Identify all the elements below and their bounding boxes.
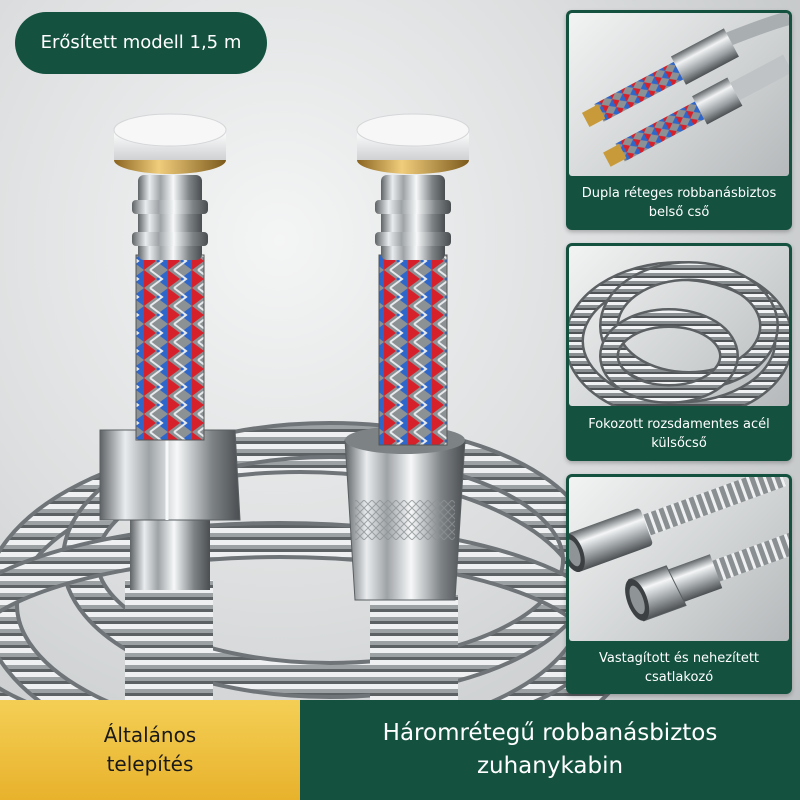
right-hose-assembly xyxy=(344,113,470,700)
model-badge: Erősített modell 1,5 m xyxy=(15,12,267,74)
feature-panel-inner-tube: Dupla réteges robbanásbiztos belső cső xyxy=(566,10,792,230)
outer-tube-photo xyxy=(569,246,789,406)
inner-tube-caption: Dupla réteges robbanásbiztos belső cső xyxy=(581,186,777,220)
steel-coil-icon xyxy=(569,261,789,406)
coiled-hose-icon xyxy=(0,421,629,700)
connector-caption: Vastagított és nehezített csatlakozó xyxy=(598,650,760,685)
feature-panel-outer-tube: Fokozott rozsdamentes acél külsőcső xyxy=(566,243,792,461)
hex-nut-connector-icon xyxy=(569,477,789,622)
left-hose-assembly xyxy=(99,113,241,700)
inner-tube-photo xyxy=(569,13,789,176)
model-badge-text: Erősített modell 1,5 m xyxy=(40,32,242,53)
installation-label: Általános telepítés xyxy=(0,700,300,800)
connector-photo xyxy=(569,477,789,641)
feature-panel-connector: Vastagított és nehezített csatlakozó xyxy=(566,474,792,694)
product-headline: Háromrétegű robbanásbiztos zuhanykabin xyxy=(300,700,800,800)
footer-banner: Általános telepítés Háromrétegű robbanás… xyxy=(0,700,800,800)
outer-tube-caption: Fokozott rozsdamentes acél külsőcső xyxy=(588,416,770,451)
braided-inner-tube-icon xyxy=(581,13,789,167)
hose-product-illustration xyxy=(0,113,629,700)
product-stage xyxy=(0,113,629,700)
